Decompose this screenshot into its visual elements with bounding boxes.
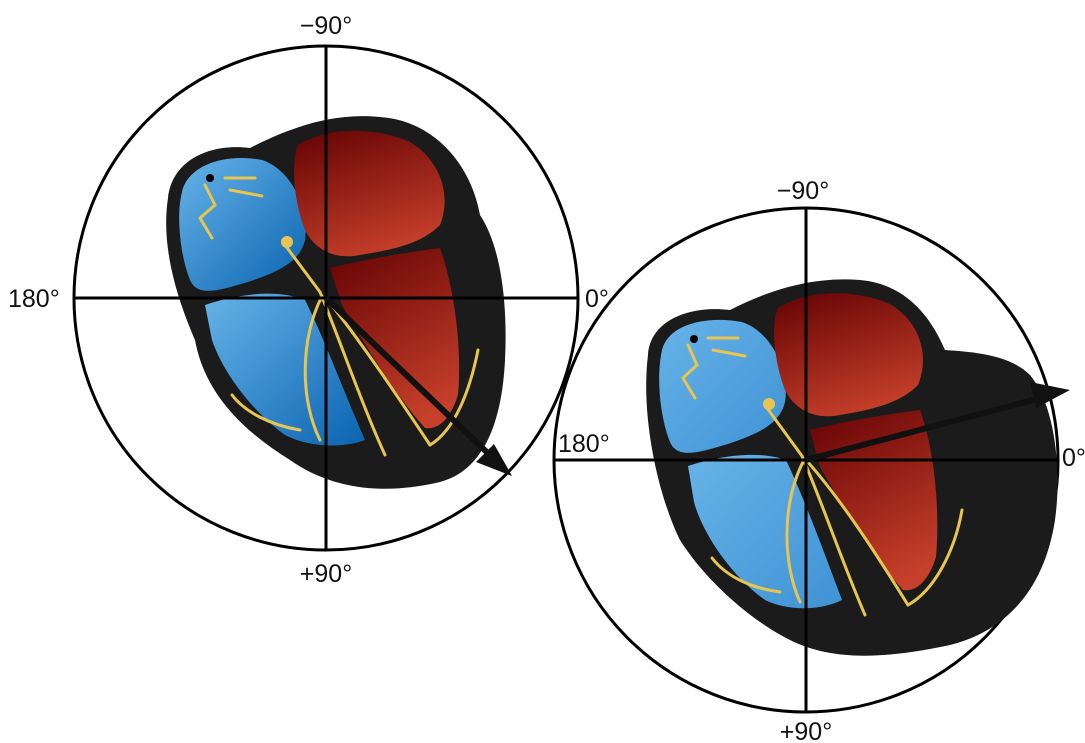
electrical-axis-line [323, 295, 498, 463]
heart-lvh [646, 279, 1058, 656]
label-0: 0° [585, 285, 609, 313]
label-180: 180° [8, 285, 60, 313]
av-node [763, 398, 775, 410]
electrical-axis-arrowhead [1030, 382, 1070, 408]
heart-normal [166, 116, 506, 489]
conduction-system [681, 336, 964, 617]
electrical-axis-arrowhead [476, 444, 512, 476]
label-0: 0° [1062, 444, 1085, 472]
left-atrium [774, 293, 923, 417]
label-plus-90: +90° [300, 560, 352, 588]
right-ventricle [688, 454, 842, 609]
av-node [281, 236, 293, 248]
label-minus-90: −90° [777, 177, 829, 205]
right-atrium [179, 158, 306, 291]
left-ventricle [330, 248, 460, 429]
diagram-left-axis-deviation: −90° +90° 180° 0° [552, 177, 1085, 743]
label-180: 180° [558, 430, 610, 458]
electrical-axis-line [805, 393, 1049, 463]
sa-node [206, 174, 214, 182]
left-atrium [294, 130, 445, 257]
sa-node [690, 335, 698, 343]
label-plus-90: +90° [780, 718, 832, 743]
diagram-normal-axis: −90° +90° 180° 0° [8, 12, 609, 588]
label-minus-90: −90° [300, 12, 352, 40]
left-ventricle [810, 410, 938, 591]
